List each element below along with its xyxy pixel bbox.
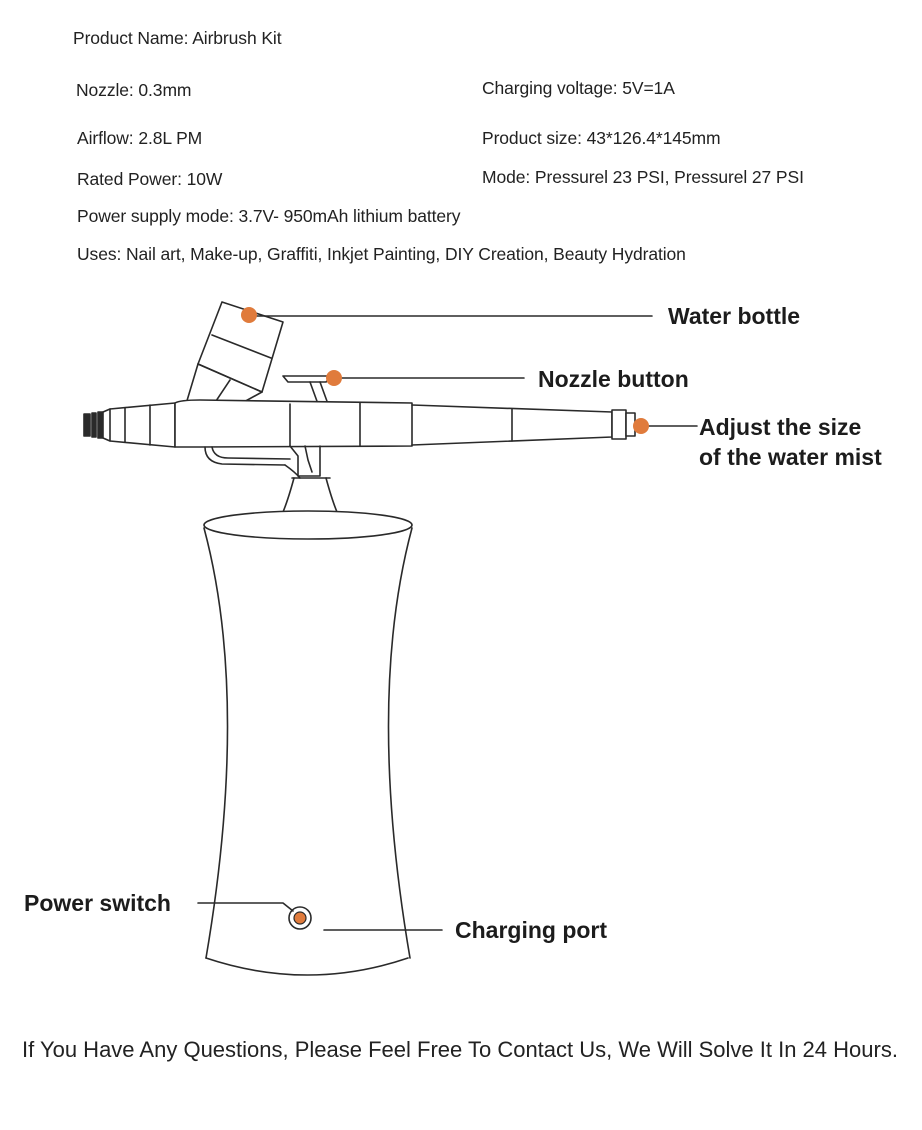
nozzle-button-marker [326, 370, 342, 386]
adjust-mist-label-line2: of the water mist [699, 444, 882, 470]
water-bottle-marker [241, 307, 257, 323]
air-connector [204, 445, 338, 513]
product-name: Product Name: Airbrush Kit [73, 28, 282, 48]
water-bottle-cup [185, 301, 284, 415]
charging-port-label: Charging port [455, 917, 608, 943]
airbrush-body [174, 399, 636, 448]
rated-power-spec: Rated Power: 10W [77, 169, 223, 189]
rear-connector [83, 402, 176, 448]
power-supply-spec: Power supply mode: 3.7V- 950mAh lithium … [77, 206, 461, 226]
nozzle-button [282, 375, 333, 405]
water-bottle-label: Water bottle [668, 303, 801, 329]
adjust-mist-marker [633, 418, 649, 434]
airflow-spec: Airflow: 2.8L PM [77, 128, 203, 148]
charging-voltage-spec: Charging voltage: 5V=1A [482, 78, 675, 98]
power-switch-label: Power switch [24, 890, 171, 916]
handle-body [203, 510, 413, 976]
uses-spec: Uses: Nail art, Make-up, Graffiti, Inkje… [77, 244, 686, 264]
mode-spec: Mode: Pressurel 23 PSI, Pressurel 27 PSI [482, 167, 804, 187]
product-size-spec: Product size: 43*126.4*145mm [482, 128, 721, 148]
contact-footer: If You Have Any Questions, Please Feel F… [22, 1037, 898, 1062]
adjust-mist-label-line1: Adjust the size [699, 414, 862, 440]
nozzle-spec: Nozzle: 0.3mm [76, 80, 192, 100]
nozzle-button-label: Nozzle button [538, 366, 689, 392]
